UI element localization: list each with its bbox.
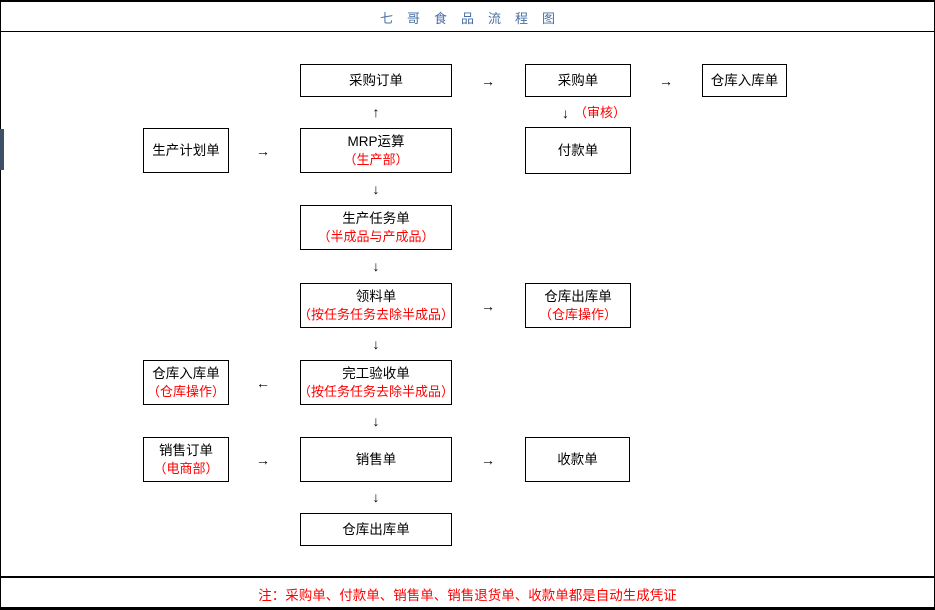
node-sub-label: （生产部）	[343, 151, 409, 167]
arrow-glyph: →	[481, 298, 495, 314]
arrow-glyph: ↓	[372, 181, 380, 197]
purchase-bill-node: 采购单	[525, 64, 631, 97]
arrow-down-icon: ↓	[373, 259, 380, 273]
warehouse-inbound-node-top: 仓库入库单	[702, 64, 787, 97]
node-label: 完工验收单	[342, 365, 410, 381]
arrow-glyph: ↓	[372, 489, 380, 505]
arrow-glyph: ↑	[372, 104, 380, 120]
purchase-order-node: 采购订单	[300, 64, 452, 97]
page-title: 七哥食品流程图	[379, 11, 569, 26]
node-sub-label: （半成品与产成品）	[317, 228, 435, 244]
production-task-node: 生产任务单 （半成品与产成品）	[300, 205, 452, 250]
mrp-node: MRP运算 （生产部）	[300, 128, 452, 173]
node-sub-label: （按任务任务去除半成品）	[298, 306, 455, 322]
node-label: 生产计划单	[152, 142, 220, 158]
warehouse-outbound-node-bottom: 仓库出库单	[300, 513, 452, 546]
arrow-glyph: →	[256, 143, 270, 159]
node-sub-label: （仓库操作）	[538, 306, 617, 322]
node-sub-label: （电商部）	[153, 460, 219, 476]
arrow-left-icon: ←	[256, 376, 270, 390]
arrow-down-icon: ↓	[373, 414, 380, 428]
node-label: 付款单	[557, 142, 599, 158]
node-label: 领料单	[355, 288, 397, 304]
arrow-right-icon: →	[481, 74, 495, 88]
node-label: 仓库入库单	[152, 365, 220, 381]
arrow-glyph: ↓	[372, 413, 380, 429]
arrow-right-icon: →	[659, 74, 673, 88]
node-label: 销售订单	[159, 442, 213, 458]
arrow-down-icon: ↓	[373, 490, 380, 504]
node-label: 仓库出库单	[342, 521, 410, 537]
arrow-down-icon: ↓ （审核）	[562, 105, 627, 121]
arrow-right-icon: →	[481, 299, 495, 313]
node-label: 仓库入库单	[710, 72, 779, 88]
arrow-right-icon: →	[256, 144, 270, 158]
arrow-down-icon: ↓	[373, 182, 380, 196]
warehouse-outbound-node-mid: 仓库出库单 （仓库操作）	[525, 283, 631, 328]
receipt-bill-node: 收款单	[525, 437, 630, 482]
node-label: 采购单	[557, 72, 599, 88]
arrow-glyph: →	[659, 73, 673, 89]
arrow-right-icon: →	[481, 453, 495, 467]
node-sub-label: （仓库操作）	[146, 383, 225, 399]
arrow-glyph: ←	[256, 375, 270, 391]
footer-divider	[0, 576, 935, 578]
arrow-up-icon: ↑	[373, 105, 380, 119]
node-label: MRP运算	[347, 133, 405, 149]
node-label: 销售单	[355, 451, 397, 467]
arrow-glyph: ↓	[372, 258, 380, 274]
footer-note: 注：采购单、付款单、销售单、销售退货单、收款单都是自动生成凭证	[258, 588, 677, 603]
arrow-glyph: ↓	[562, 105, 569, 121]
node-label: 采购订单	[349, 72, 403, 88]
arrow-down-icon: ↓	[373, 337, 380, 351]
arrow-glyph: →	[481, 73, 495, 89]
arrow-annotation: （审核）	[574, 105, 627, 120]
payment-bill-node: 付款单	[525, 127, 631, 174]
arrow-glyph: →	[481, 452, 495, 468]
arrow-glyph: →	[256, 452, 270, 468]
node-sub-label: （按任务任务去除半成品）	[298, 383, 455, 399]
arrow-glyph: ↓	[372, 336, 380, 352]
completion-inspection-node: 完工验收单 （按任务任务去除半成品）	[298, 360, 455, 405]
sales-order-node: 销售订单 （电商部）	[143, 437, 229, 482]
sales-bill-node: 销售单	[300, 437, 452, 482]
arrow-right-icon: →	[256, 453, 270, 467]
node-label: 仓库出库单	[544, 288, 612, 304]
material-requisition-node: 领料单 （按任务任务去除半成品）	[298, 283, 455, 328]
warehouse-inbound-node-left: 仓库入库单 （仓库操作）	[143, 360, 229, 405]
title-divider	[0, 31, 935, 32]
node-label: 生产任务单	[342, 210, 410, 226]
node-label: 收款单	[557, 451, 598, 467]
production-plan-node: 生产计划单	[143, 128, 229, 173]
left-edge-artifact	[0, 129, 4, 170]
